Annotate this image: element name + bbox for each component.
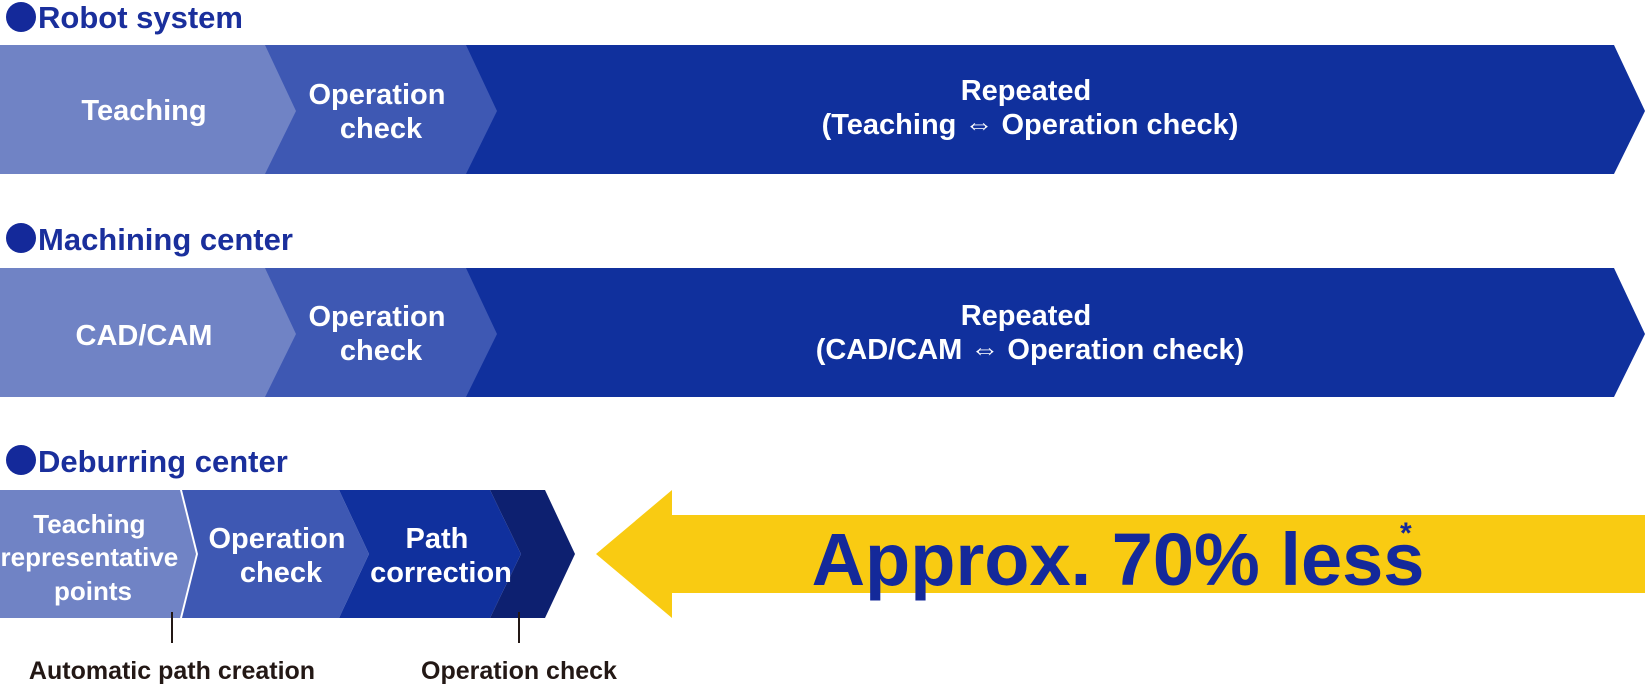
- reduction-arrow: [596, 490, 1645, 618]
- machining-section-title: Machining center: [38, 222, 293, 257]
- machining-cadcam-label: CAD/CAM: [76, 320, 213, 352]
- reduction-footnote-asterisk: *: [1400, 517, 1412, 550]
- robot-teaching-step: [0, 45, 297, 174]
- deburring-teaching-points-step: [0, 490, 196, 618]
- robot-teaching-label: Teaching: [81, 95, 206, 127]
- automatic-path-creation-note: Automatic path creation: [29, 657, 315, 685]
- reduction-highlight-text: Approx. 70% less: [812, 518, 1425, 601]
- deburring-bullet-icon: [6, 445, 36, 475]
- machining-cadcam-step: [0, 268, 297, 397]
- operation-check-note: Operation check: [421, 657, 617, 685]
- machining-operation-check-step: [265, 268, 498, 397]
- robot-section-title: Robot system: [38, 0, 243, 35]
- deburring-path-correction-label: Path correction: [370, 523, 512, 589]
- robot-repeated-label: Repeated (Teaching ⇔ Operation check): [822, 75, 1239, 141]
- deburring-section-title: Deburring center: [38, 444, 288, 479]
- robot-bullet-icon: [6, 2, 36, 32]
- deburring-final-check-step: [490, 490, 575, 618]
- robot-operation-check-step: [265, 45, 498, 174]
- machining-operation-check-label: Operation check: [308, 301, 453, 367]
- deburring-path-correction-step: [339, 490, 521, 618]
- robot-repeated-step: [466, 45, 1645, 174]
- machining-repeated-step: [466, 268, 1645, 397]
- machining-repeated-label: Repeated (CAD/CAM ⇔ Operation check): [816, 300, 1245, 366]
- machining-bullet-icon: [6, 223, 36, 253]
- robot-operation-check-label: Operation check: [308, 79, 453, 145]
- deburring-operation-check-step: [182, 490, 369, 618]
- deburring-teaching-points-label: Teaching representative points: [1, 509, 186, 606]
- deburring-operation-check-label: Operation check: [208, 523, 353, 589]
